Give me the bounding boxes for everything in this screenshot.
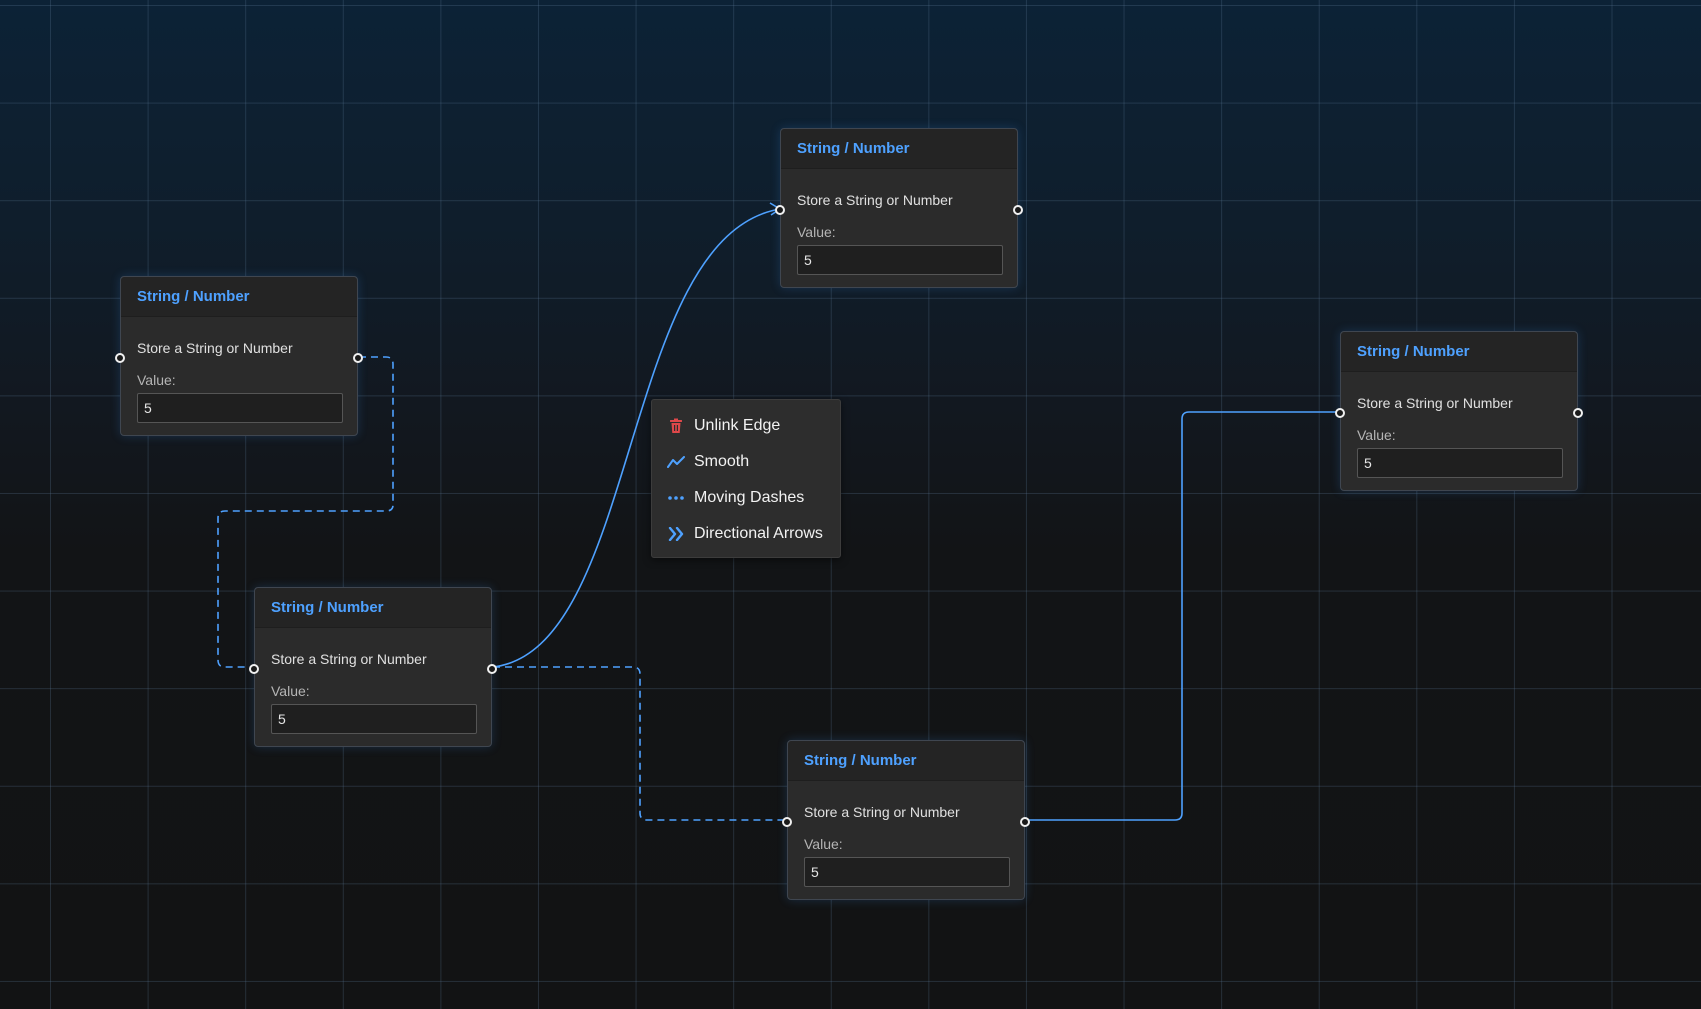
value-label: Value: (804, 836, 843, 852)
node-string-number[interactable]: String / Number Store a String or Number… (115, 276, 363, 436)
output-handle[interactable] (353, 353, 363, 363)
node-description: Store a String or Number (797, 192, 953, 208)
input-handle[interactable] (249, 664, 259, 674)
value-input[interactable] (137, 393, 343, 423)
menu-item-label: Moving Dashes (694, 489, 805, 506)
node-string-number[interactable]: String / Number Store a String or Number… (249, 587, 497, 747)
dots-icon (667, 489, 685, 507)
output-handle[interactable] (1573, 408, 1583, 418)
node-title: String / Number (788, 741, 1024, 781)
value-input[interactable] (797, 245, 1003, 275)
input-handle[interactable] (782, 817, 792, 827)
menu-item-smooth[interactable]: Smooth (652, 444, 840, 480)
node-description: Store a String or Number (271, 651, 427, 667)
node-description: Store a String or Number (804, 804, 960, 820)
node-string-number[interactable]: String / Number Store a String or Number… (1335, 331, 1583, 491)
node-description: Store a String or Number (1357, 395, 1513, 411)
node-title: String / Number (781, 129, 1017, 169)
input-handle[interactable] (775, 205, 785, 215)
value-label: Value: (137, 372, 176, 388)
edge-context-menu: Unlink Edge Smooth Moving Dashes Directi… (651, 399, 841, 558)
input-handle[interactable] (1335, 408, 1345, 418)
value-label: Value: (271, 683, 310, 699)
node-title: String / Number (1341, 332, 1577, 372)
value-input[interactable] (804, 857, 1010, 887)
edge-smooth-curve[interactable] (492, 208, 781, 668)
menu-item-label: Directional Arrows (694, 525, 823, 542)
edge-dashed-step[interactable] (217, 356, 394, 668)
menu-item-directional-arrows[interactable]: Directional Arrows (652, 516, 840, 552)
trash-icon (667, 417, 685, 435)
double-chevron-right-icon (667, 525, 685, 543)
output-handle[interactable] (1020, 817, 1030, 827)
edge-dashed-step[interactable] (493, 666, 787, 821)
output-handle[interactable] (487, 664, 497, 674)
node-string-number[interactable]: String / Number Store a String or Number… (775, 128, 1023, 288)
menu-item-unlink-edge[interactable]: Unlink Edge (652, 408, 840, 444)
value-label: Value: (1357, 427, 1396, 443)
menu-item-label: Unlink Edge (694, 417, 781, 434)
node-title: String / Number (121, 277, 357, 317)
node-description: Store a String or Number (137, 340, 293, 356)
menu-item-label: Smooth (694, 453, 750, 470)
output-handle[interactable] (1013, 205, 1023, 215)
node-title: String / Number (255, 588, 491, 628)
edge-solid-step[interactable] (1027, 411, 1340, 821)
menu-item-moving-dashes[interactable]: Moving Dashes (652, 480, 840, 516)
value-input[interactable] (271, 704, 477, 734)
value-input[interactable] (1357, 448, 1563, 478)
input-handle[interactable] (115, 353, 125, 363)
value-label: Value: (797, 224, 836, 240)
node-string-number[interactable]: String / Number Store a String or Number… (782, 740, 1030, 900)
line-chart-icon (667, 453, 685, 471)
